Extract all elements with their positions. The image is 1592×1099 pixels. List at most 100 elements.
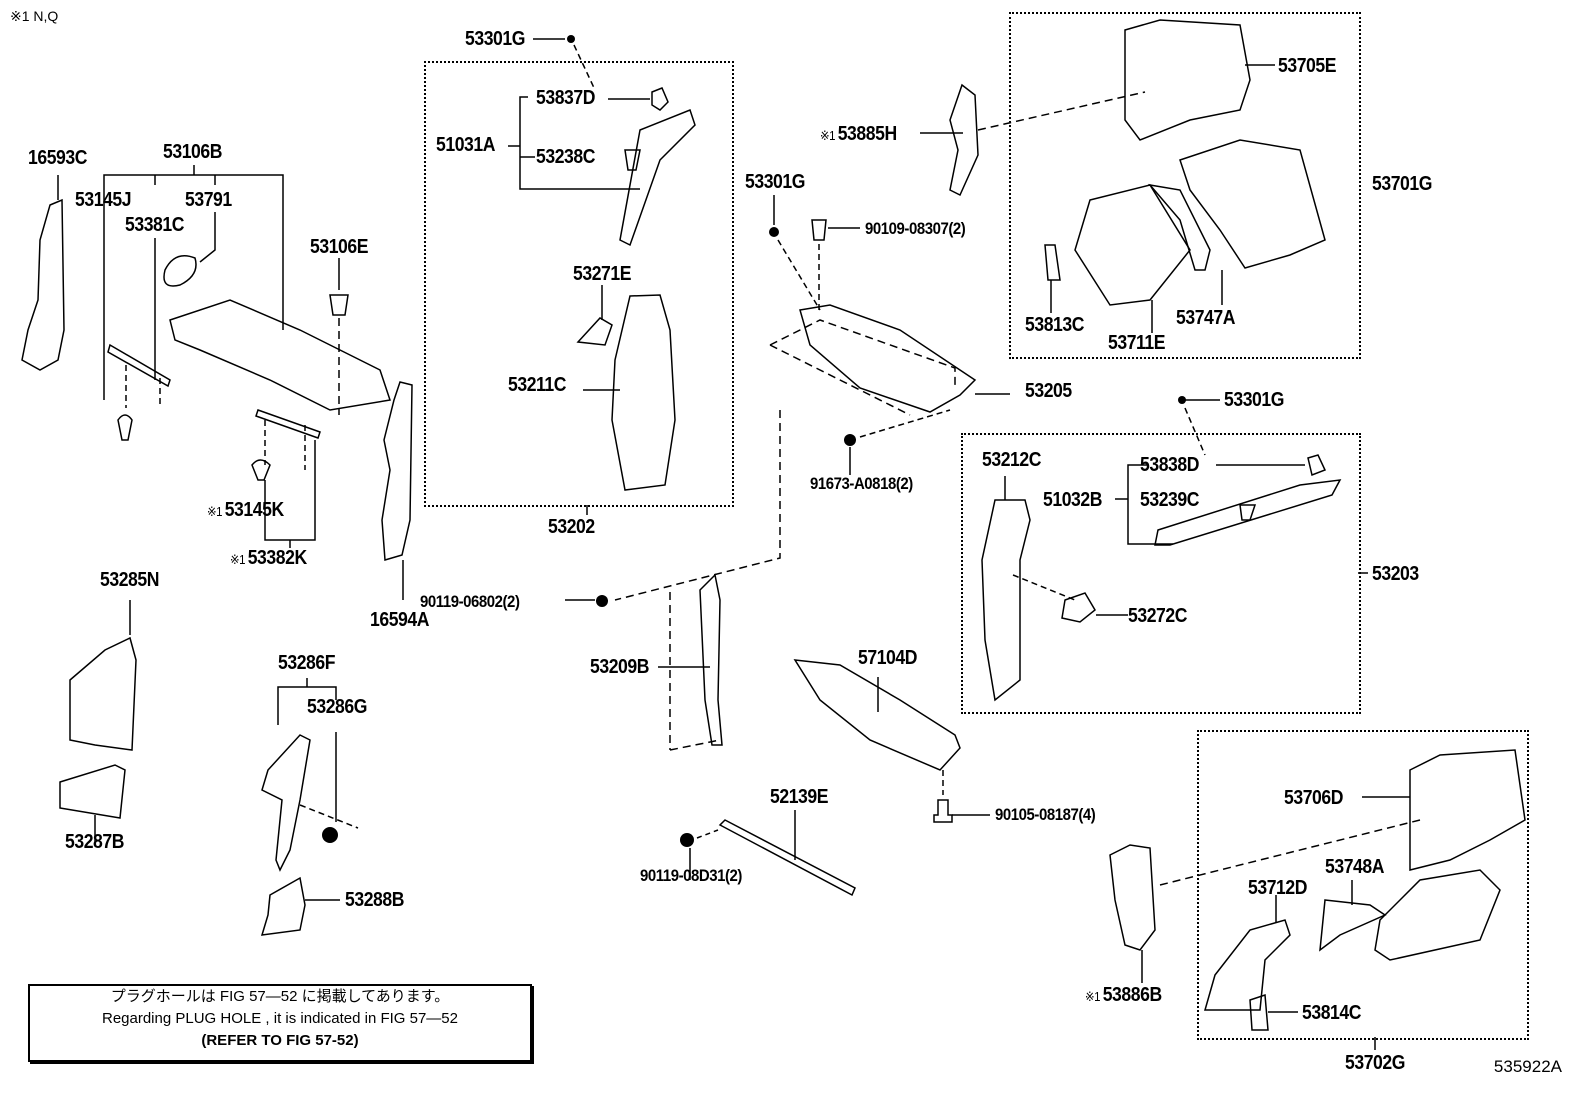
part-53209B-shape <box>699 573 723 746</box>
part-53145J-shape <box>107 343 171 388</box>
part-label-53747A[interactable]: 53747A <box>1176 307 1236 329</box>
part-52139E-shape <box>718 819 856 897</box>
plug-hole-notice: プラグホールは FIG 57—52 に掲載してあります。 Regarding P… <box>28 984 532 1062</box>
part-label-53837D[interactable]: 53837D <box>536 87 596 109</box>
part-label-90105-08187[interactable]: 90105-08187(4) <box>995 805 1096 824</box>
part-label-90119-06802[interactable]: 90119-06802(2) <box>420 592 520 611</box>
part-label-90119-08D31[interactable]: 90119-08D31(2) <box>640 866 742 885</box>
part-label-53711E[interactable]: 53711E <box>1108 332 1166 354</box>
part-label-53702G[interactable]: 53702G <box>1345 1052 1405 1074</box>
part-53286G-shape <box>322 827 338 843</box>
part-53838D-shape <box>1307 454 1327 477</box>
part-53791-shape <box>163 255 197 287</box>
part-label-53813C[interactable]: 53813C <box>1025 314 1085 336</box>
part-label-53838D[interactable]: 53838D <box>1140 454 1200 476</box>
part-label-53706D[interactable]: 53706D <box>1284 787 1344 809</box>
part-label-53301G-mid[interactable]: 53301G <box>745 171 805 193</box>
notice-line-ref: (REFER TO FIG 57-52) <box>201 1032 359 1049</box>
part-53286F-shape <box>261 734 311 872</box>
variant-mark: ※1 <box>1085 989 1101 1004</box>
part-53701G-shape <box>1179 139 1326 269</box>
part-90119a-bolt <box>596 595 608 607</box>
figure-id: 535922A <box>1493 1057 1562 1076</box>
part-53705E-shape <box>1124 19 1251 141</box>
part-53238C-shape <box>624 149 641 171</box>
part-label-53286G[interactable]: 53286G <box>307 696 367 718</box>
part-label-53209B[interactable]: 53209B <box>590 656 650 678</box>
part-label-53381C[interactable]: 53381C <box>125 214 185 236</box>
part-53837D-shape <box>651 87 669 111</box>
part-51032B-shape <box>1154 479 1342 546</box>
part-53886B-shape <box>1109 844 1156 951</box>
part-label-53301G-top[interactable]: 53301G <box>465 28 525 50</box>
part-label-53288B[interactable]: 53288B <box>345 889 405 911</box>
part-53885H-shape <box>949 83 979 197</box>
part-label-16593C[interactable]: 16593C <box>28 147 88 169</box>
part-53205-shape <box>799 304 977 413</box>
assembly-box-53702G <box>1197 730 1529 1040</box>
part-label-53271E[interactable]: 53271E <box>573 263 632 285</box>
part-53212C-shape <box>981 499 1031 702</box>
part-label-53205[interactable]: 53205 <box>1025 380 1072 402</box>
notice-line-en: Regarding PLUG HOLE , it is indicated in… <box>101 1010 458 1027</box>
part-53747A-shape <box>1148 183 1211 271</box>
part-53106E-clip <box>329 294 349 316</box>
assembly-box-53202 <box>424 61 734 507</box>
part-label-91673-A0818[interactable]: 91673-A0818(2) <box>810 474 913 493</box>
part-label-53286F[interactable]: 53286F <box>278 652 336 674</box>
part-53814C-shape <box>1249 993 1269 1031</box>
part-53702G-rear-shape <box>1374 869 1501 961</box>
part-label-53145J[interactable]: 53145J <box>75 189 132 211</box>
part-label-16594A[interactable]: 16594A <box>370 609 430 631</box>
part-label-53203[interactable]: 53203 <box>1372 563 1419 585</box>
part-53381C-clip <box>117 414 133 441</box>
part-16594A-shape <box>381 381 413 561</box>
part-53748A-shape <box>1319 899 1387 952</box>
part-91673-bolt <box>844 434 856 446</box>
part-label-53202[interactable]: 53202 <box>548 516 595 538</box>
part-53288B-shape <box>260 876 306 936</box>
part-label-51032B[interactable]: 51032B <box>1043 489 1103 511</box>
part-53145K-shape <box>255 409 321 439</box>
notice-line-jp: プラグホールは FIG 57—52 に掲載してあります。 <box>110 988 450 1005</box>
part-label-53701G[interactable]: 53701G <box>1372 173 1432 195</box>
part-label-53748A[interactable]: 53748A <box>1325 856 1385 878</box>
part-label-53791[interactable]: 53791 <box>185 189 232 211</box>
part-label-57104D[interactable]: 57104D <box>858 647 918 669</box>
part-53813C-shape <box>1044 244 1061 281</box>
variant-mark: ※1 <box>230 552 246 567</box>
part-label-51031A[interactable]: 51031A <box>436 134 496 156</box>
part-label-53106E[interactable]: 53106E <box>310 236 369 258</box>
part-label-53212C[interactable]: 53212C <box>982 449 1042 471</box>
part-label-53712D[interactable]: 53712D <box>1248 877 1308 899</box>
part-90105-bolt <box>933 799 953 823</box>
part-label-53705E[interactable]: 53705E <box>1278 55 1337 77</box>
part-53285N-shape <box>69 636 137 751</box>
part-label-53287B[interactable]: 53287B <box>65 831 125 853</box>
part-16593C-shape <box>21 198 65 371</box>
part-label-53814C[interactable]: 53814C <box>1302 1002 1362 1024</box>
part-label-53285N[interactable]: 53285N <box>100 569 160 591</box>
part-label-90109-08307[interactable]: 90109-08307(2) <box>865 219 966 238</box>
part-label-52139E[interactable]: 52139E <box>770 786 829 808</box>
part-90119b-bolt <box>680 833 694 847</box>
variant-mark: ※1 <box>207 504 223 519</box>
part-label-53211C[interactable]: 53211C <box>508 374 567 396</box>
part-51031A-shape <box>619 109 696 247</box>
part-label-53238C[interactable]: 53238C <box>536 146 596 168</box>
variant-mark: ※1 <box>820 128 836 143</box>
assembly-box-53701G <box>1009 12 1361 359</box>
part-53287B-shape <box>59 764 126 819</box>
part-label-53239C[interactable]: 53239C <box>1140 489 1200 511</box>
part-53211C-shape <box>611 294 676 491</box>
part-label-53272C[interactable]: 53272C <box>1128 605 1188 627</box>
part-label-53301G-right[interactable]: 53301G <box>1224 389 1284 411</box>
part-53271E-shape <box>576 317 613 346</box>
part-label-53106B[interactable]: 53106B <box>163 141 223 163</box>
